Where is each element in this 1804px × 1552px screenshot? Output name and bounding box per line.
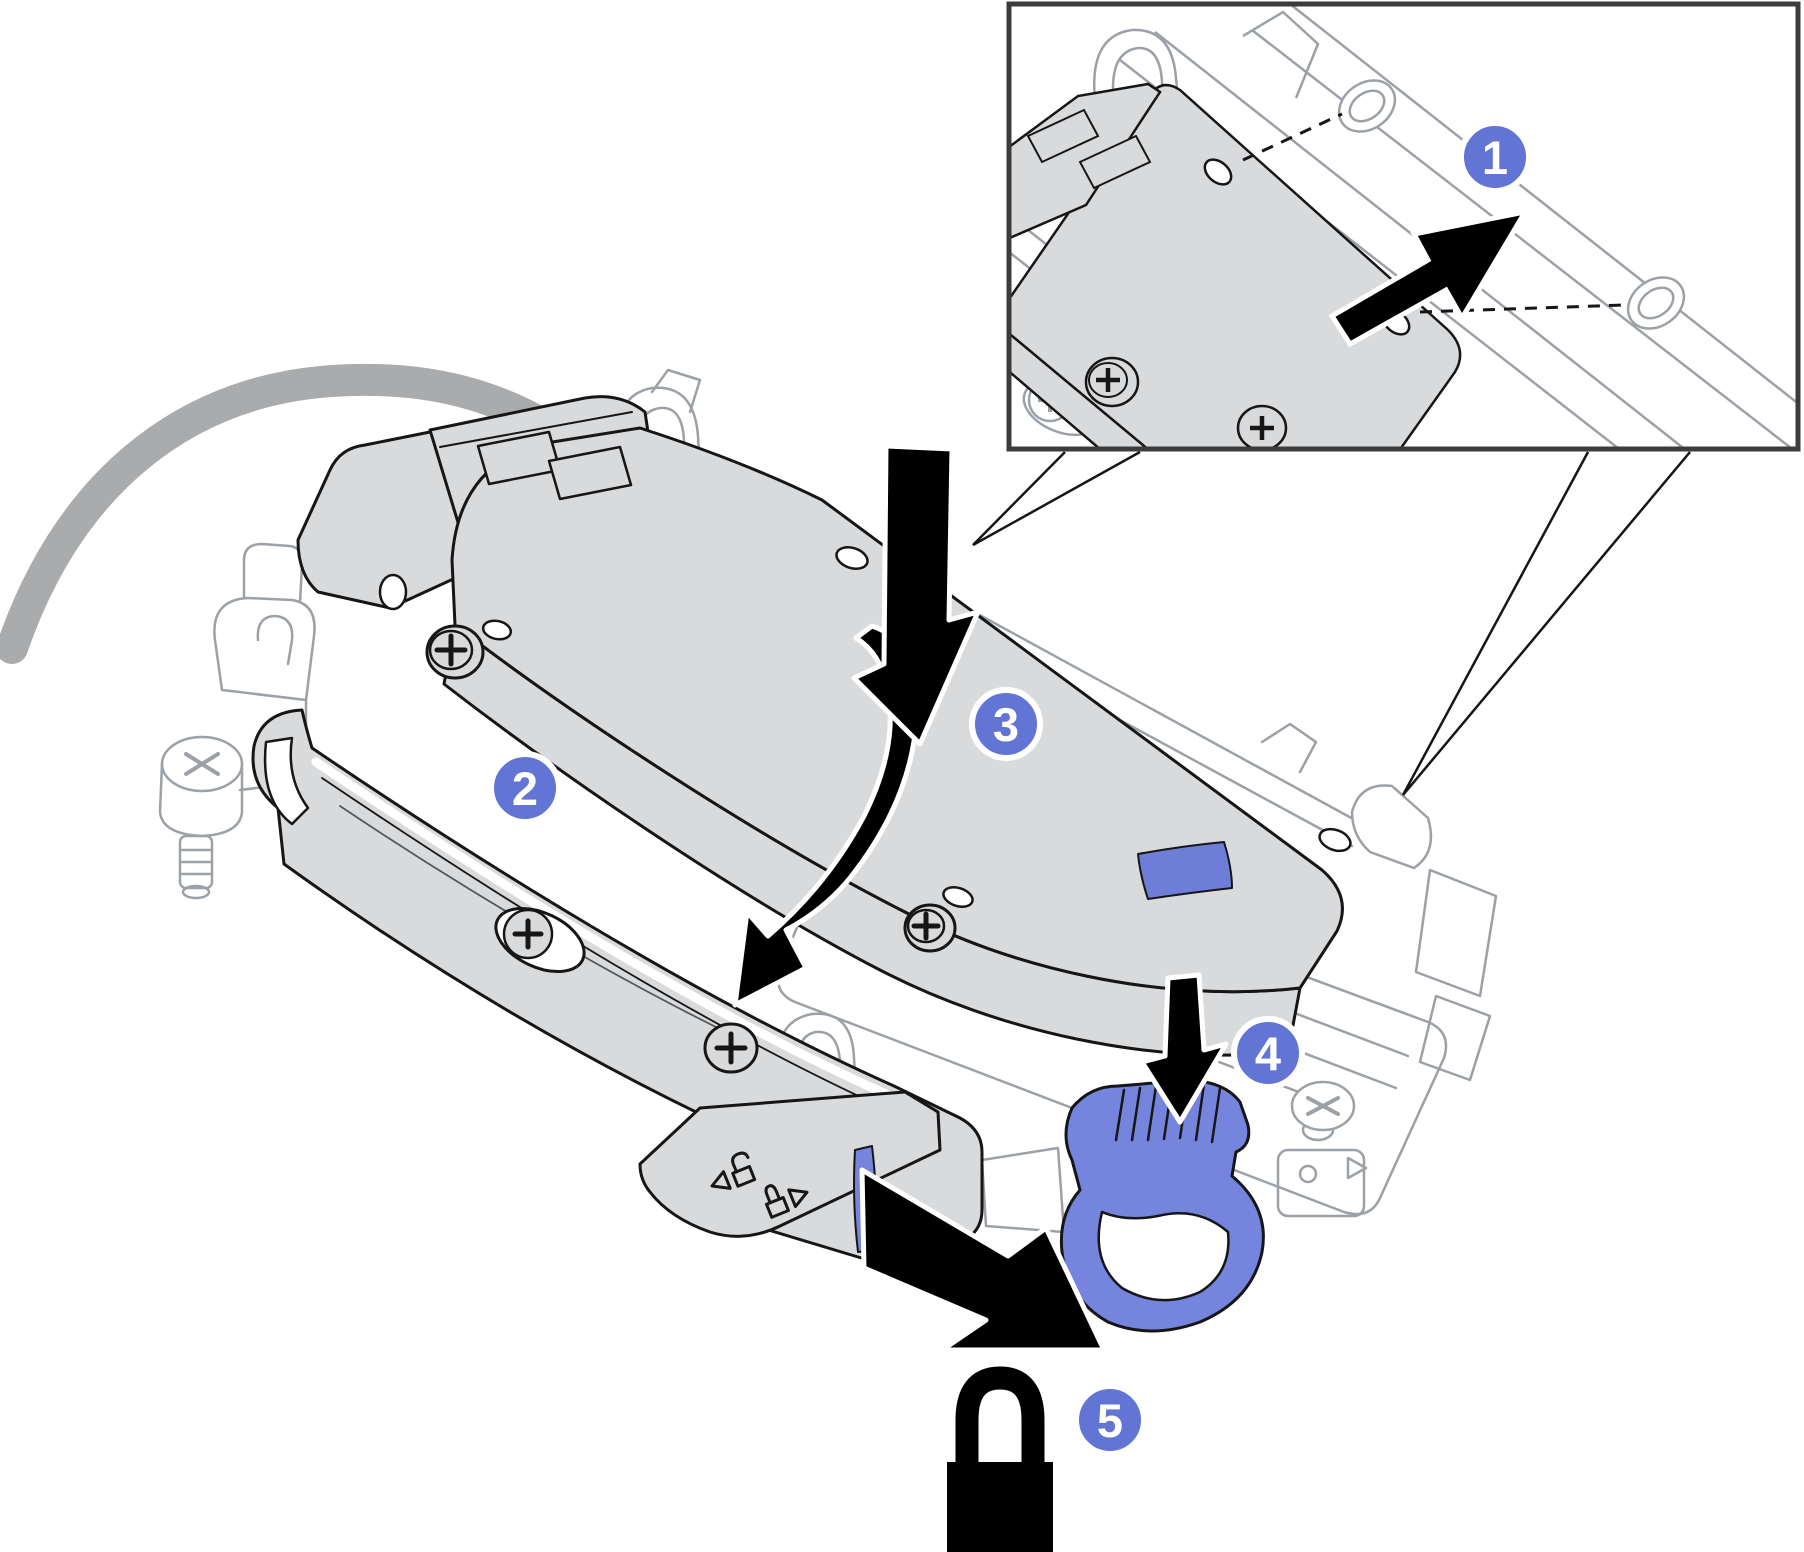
inset-detail-box: 1 [1006, 1, 1801, 452]
callout-4: 4 [1231, 1016, 1305, 1090]
tray-ring-hole [1626, 276, 1686, 330]
post-thread [178, 834, 214, 890]
inset-content [1009, 4, 1798, 449]
padlock-locked-icon [947, 1366, 1053, 1552]
thumbscrew-outline [1276, 1080, 1368, 1218]
tray-wall-tab [650, 368, 702, 414]
callout-4-number: 4 [1255, 1027, 1281, 1080]
padlock-shackle [955, 1366, 1045, 1478]
inset-drive [1009, 82, 1462, 449]
main-illustration [0, 363, 1498, 1552]
callout-2: 2 [488, 751, 562, 825]
latch-loop-hole [1097, 1210, 1230, 1302]
phillips-cross-icon [1096, 368, 1120, 392]
lock-icon [764, 1184, 809, 1219]
leader-wedge-left [972, 450, 1141, 547]
tray-ring-hole [1337, 79, 1397, 133]
drive-label-sticker [1137, 841, 1233, 900]
thumbscrew-base [1276, 1148, 1366, 1218]
post-hook-inner [256, 614, 294, 666]
bracket-flange-highlight [311, 757, 891, 1099]
alignment-dashed-lines [1242, 112, 1626, 314]
latch-catch-outline [980, 1146, 1066, 1234]
bracket-hook-cutout [263, 736, 310, 826]
post-body [213, 596, 316, 702]
water-loop-cable [0, 363, 581, 664]
left-triangle-icon [710, 1170, 732, 1190]
callout-5-number: 5 [1097, 1394, 1123, 1447]
inset-border [1006, 1, 1801, 452]
drive-screw-hole [481, 619, 513, 641]
inset-connector-clip [1026, 108, 1100, 164]
insert-direction-arrow [1328, 208, 1531, 348]
bracket-lock-tab [638, 1090, 942, 1238]
post-tip [181, 884, 211, 900]
phillips-cross-icon [1306, 1096, 1340, 1116]
phillips-cross-icon [1250, 416, 1274, 440]
inset-drive-hole [1203, 158, 1233, 186]
padlock-body [947, 1462, 1053, 1552]
callout-badges: 2 3 4 5 [488, 687, 1305, 1457]
callout-3-number: 3 [993, 698, 1019, 751]
drive-screw [903, 903, 957, 953]
x-screw-icon [184, 752, 220, 776]
callout-3: 3 [969, 687, 1043, 761]
phillips-cross-icon [714, 1031, 748, 1065]
inset-wire-loop-inner [1111, 46, 1166, 109]
inset-connector-clip [1078, 134, 1152, 190]
tray-wall-tab [1260, 722, 1318, 774]
inset-cage-tab [1242, 10, 1320, 99]
tray-end-tab-outline [1350, 784, 1433, 870]
inset-drive-screw [1084, 356, 1140, 408]
callout-1: 1 [1458, 120, 1532, 194]
callout-5: 5 [1073, 1383, 1147, 1457]
inset-wire-loop [1092, 28, 1181, 113]
drive-screw [425, 624, 485, 680]
drive-screw-hole [942, 886, 974, 908]
plate-hole [1298, 1164, 1318, 1184]
bracket-flange-line [321, 777, 881, 1107]
triangle-marker-icon [1346, 1156, 1368, 1180]
leader-wedge-right [1401, 451, 1691, 796]
phillips-cross-icon [512, 918, 544, 950]
unlock-icon [710, 1151, 757, 1190]
callout-2-number: 2 [512, 762, 538, 815]
phillips-cross-icon [434, 633, 468, 667]
callout-1-number: 1 [1482, 131, 1508, 184]
cold-plate-block [1418, 994, 1492, 1082]
connector-edge-line [439, 411, 633, 448]
bracket-slot-screw [502, 908, 554, 960]
post-thread-lines [180, 848, 212, 876]
inset-leader-lines [972, 450, 1691, 796]
drive-screw-hole [1318, 827, 1352, 853]
tray-bracket [251, 708, 984, 1265]
drive-latch-handle [1059, 1078, 1265, 1333]
right-triangle-icon [787, 1188, 809, 1209]
motion-arrows [732, 443, 1229, 1353]
cold-plate-block [1414, 868, 1498, 998]
inset-drive-screw [1236, 404, 1288, 449]
press-latch-arrow [1139, 972, 1229, 1125]
connector-clip [547, 445, 633, 501]
bracket-screw [703, 1022, 759, 1074]
connector-hole [378, 573, 408, 611]
slide-lock-arrow [859, 1167, 1107, 1353]
drive-screw-hole [835, 546, 869, 570]
phillips-cross-icon [911, 911, 941, 941]
press-down-arrow [851, 443, 981, 747]
